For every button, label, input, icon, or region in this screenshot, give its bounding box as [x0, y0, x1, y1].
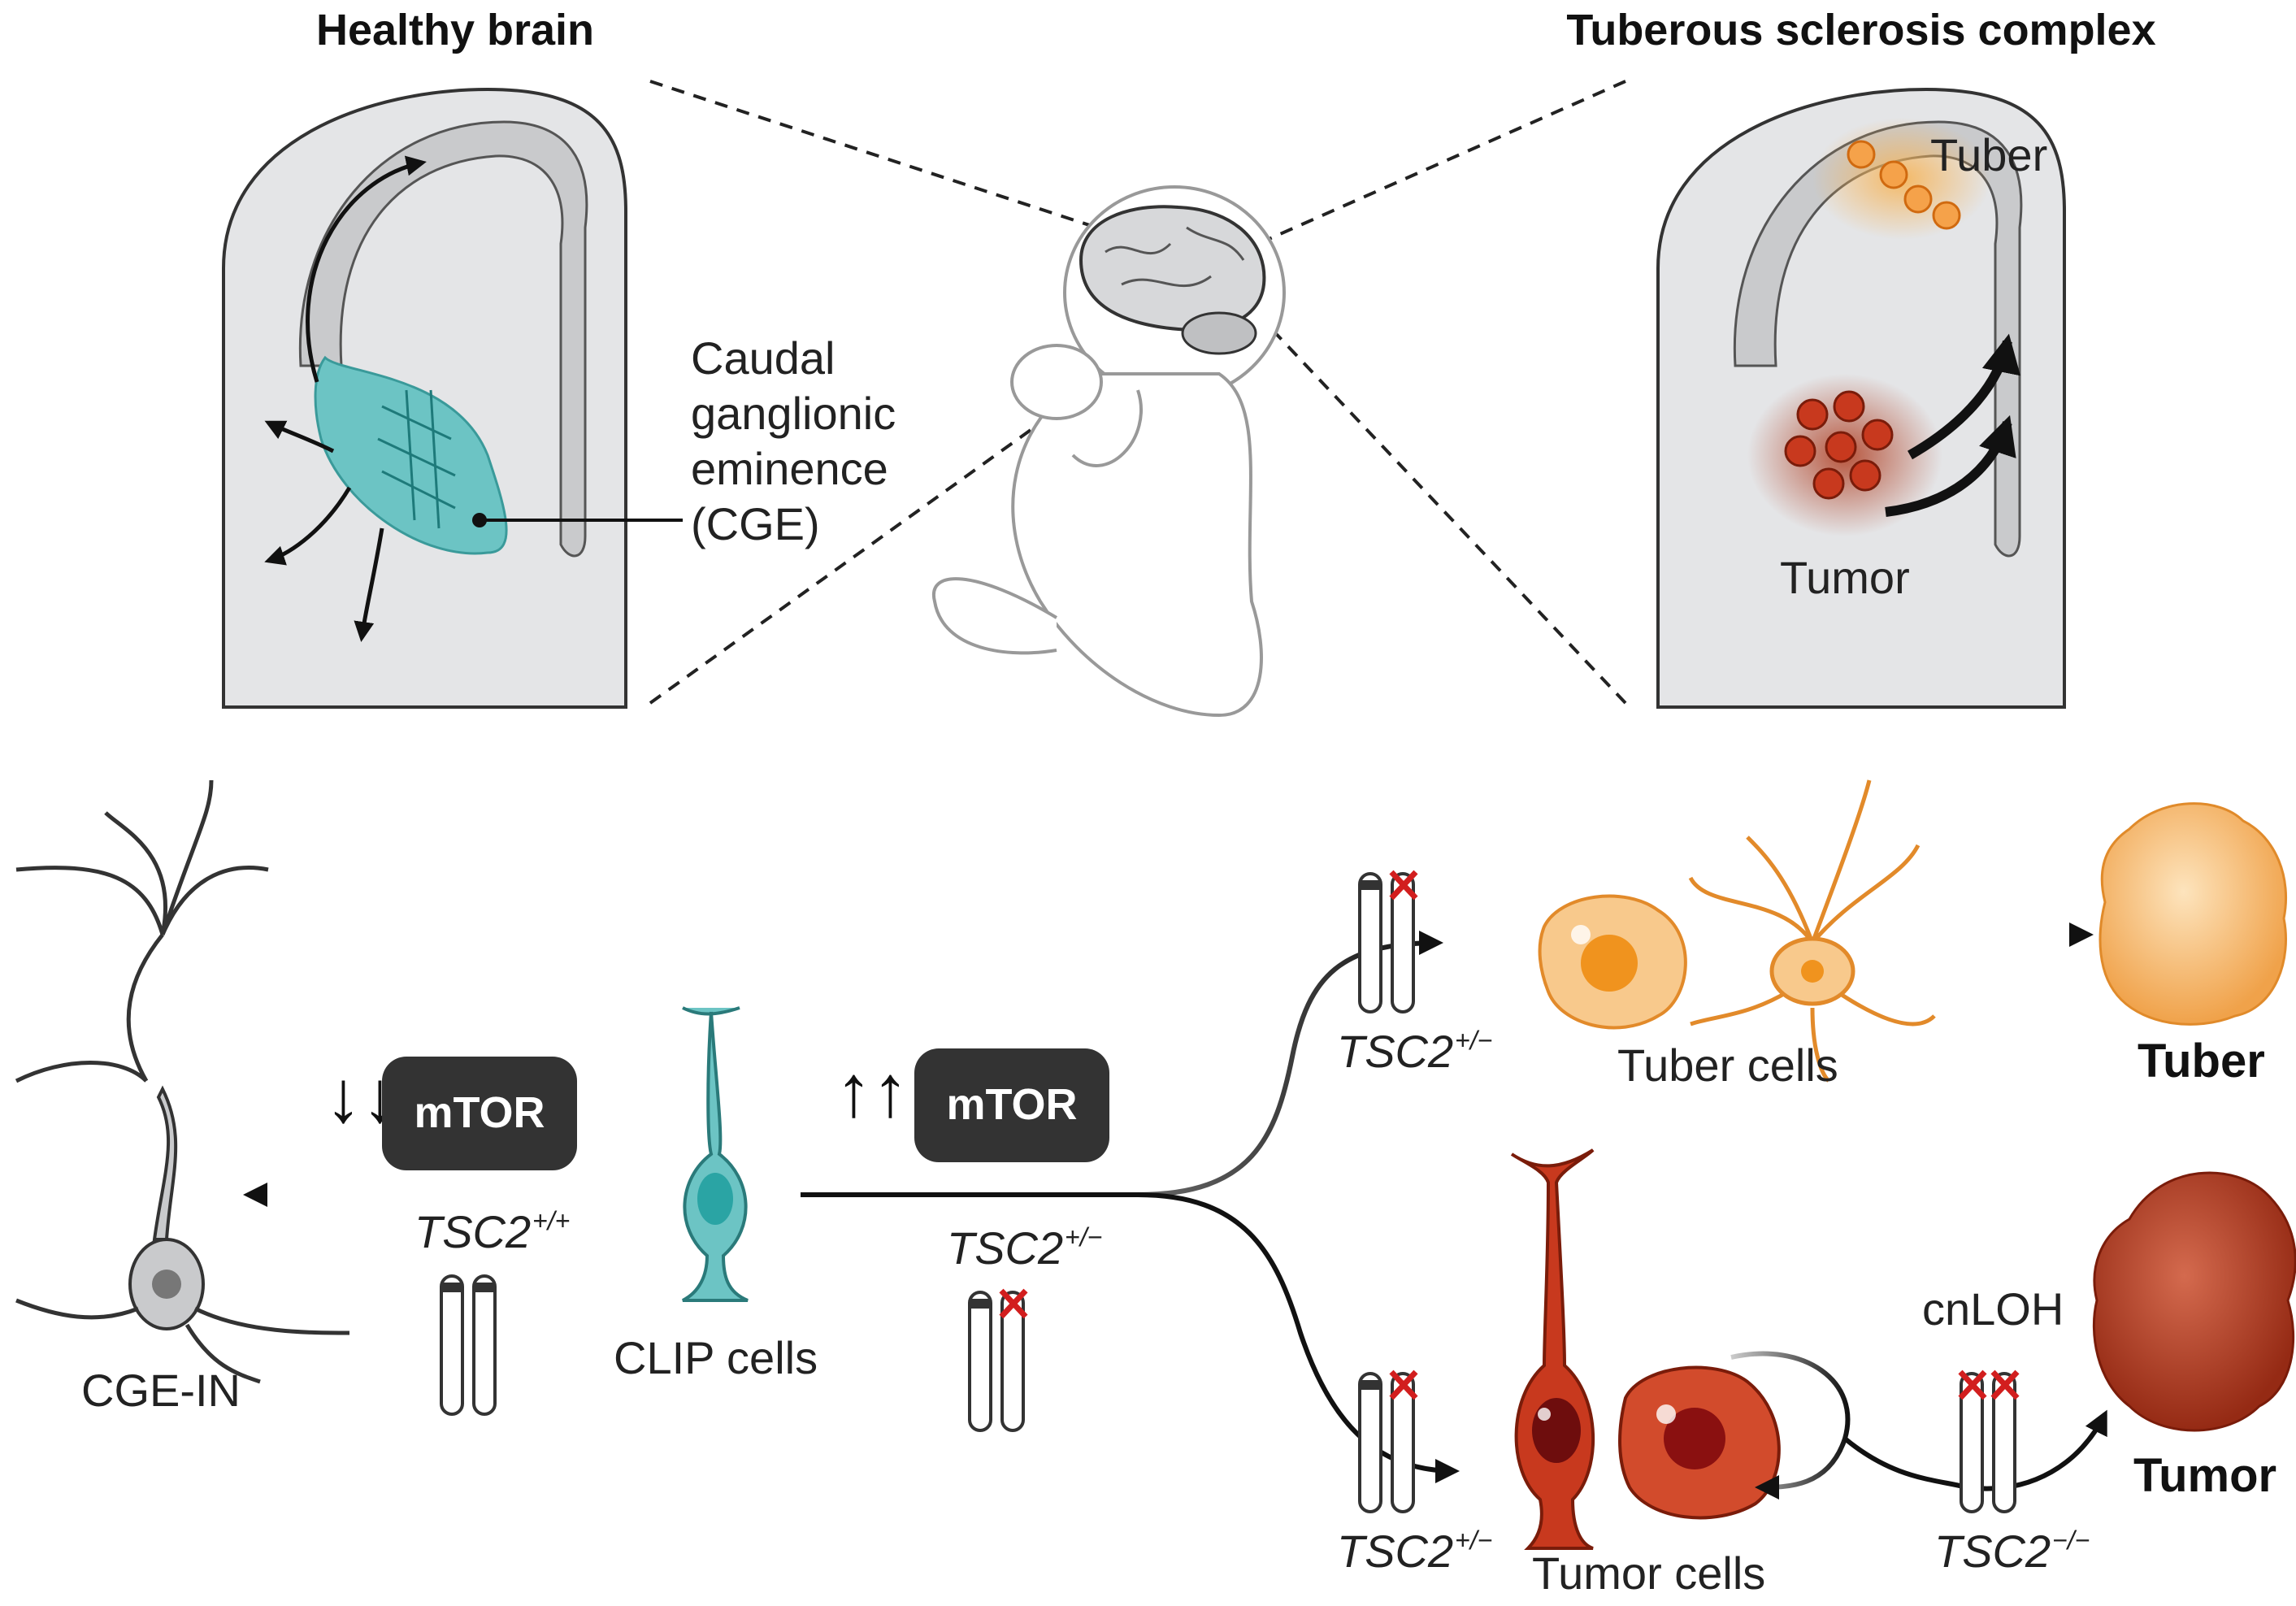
tsc2-wt-label: TSC2: [414, 1206, 531, 1257]
tuber-bold-label: Tuber: [2138, 1035, 2265, 1087]
tsc2-het-label-tumor: TSC2: [1337, 1526, 1453, 1577]
cge-label-line4: (CGE): [691, 498, 820, 549]
tuber-cells-label: Tuber cells: [1617, 1040, 1838, 1091]
cge-label-line1: Caudal: [691, 332, 835, 384]
mtor-label-down: mTOR: [414, 1088, 545, 1137]
tsc2-null-label: TSC2: [1934, 1526, 2051, 1577]
tsc2-null-superscript: −/−: [2052, 1526, 2090, 1555]
tumor-mass: [2092, 1171, 2296, 1432]
lineage-branch-tumor: [801, 1192, 1460, 1483]
zoom-connector-lines: [649, 80, 1627, 705]
chromosome-pair-het-tumor: [1358, 1369, 1418, 1513]
cnloh-self-renewal-loop: [1730, 1351, 1851, 1500]
tsc2-het-label-mid: TSC2: [947, 1222, 1063, 1274]
healthy-brain-title: Healthy brain: [316, 6, 594, 54]
tuber-mass: [2099, 802, 2288, 1026]
tumor-bold-label: Tumor: [2133, 1449, 2276, 1502]
tumor-label-brain: Tumor: [1780, 552, 1910, 603]
tsc2-wt-superscript: +/+: [532, 1206, 570, 1235]
cge-in-label: CGE-IN: [81, 1365, 241, 1416]
tsc-title: Tuberous sclerosis complex: [1566, 6, 2155, 54]
tuber-cell-round: [1538, 894, 1687, 1030]
chromosome-pair-het-tuber: [1358, 870, 1418, 1014]
chromosome-pair-het-mid: [968, 1288, 1028, 1432]
clip-cell: [682, 1006, 749, 1302]
tsc2-het-superscript-tumor: +/−: [1455, 1526, 1492, 1555]
tuber-cell-giant: [1688, 779, 1936, 1083]
migration-arrow-caudal: [354, 527, 384, 642]
tsc2-het-label-tuber: TSC2: [1337, 1026, 1453, 1077]
cge-in-neuron: [15, 779, 350, 1384]
healthy-brain-section: Caudal ganglionic eminence (CGE): [222, 87, 896, 709]
chromosome-pair-wt: [440, 1274, 497, 1416]
migration-arrow-lateral: [264, 420, 335, 454]
clip-cells-label: CLIP cells: [614, 1332, 818, 1383]
mtor-box-up: [914, 1048, 1109, 1162]
fetal-brain-icon: [1079, 205, 1266, 355]
mtor-box-down: [382, 1057, 577, 1170]
migration-arrow-ventral: [264, 486, 352, 566]
tsc2-het-superscript-tuber: +/−: [1455, 1026, 1492, 1055]
mtor-label-up: mTOR: [946, 1080, 1077, 1129]
tsc-brain-section: Tuber Tumor: [1656, 87, 2066, 709]
cge-progenitors: [377, 389, 456, 529]
migration-arrow-dorsal: [306, 155, 427, 383]
cnloh-label: cnLOH: [1922, 1283, 2064, 1335]
tuber-label-brain: Tuber: [1930, 129, 2047, 180]
tumor-cells-label: Tumor cells: [1532, 1547, 1765, 1599]
cge-label-line2: ganglionic: [691, 388, 896, 439]
tsc2-het-superscript-mid: +/−: [1065, 1222, 1102, 1252]
mtor-up-arrows: ↑↑: [836, 1051, 909, 1132]
tumor-cell-round: [1618, 1365, 1781, 1520]
chromosome-pair-null: [1958, 1369, 2020, 1513]
tumor-cell-elongated: [1510, 1148, 1595, 1550]
cge-label-line3: eminence: [691, 443, 888, 494]
